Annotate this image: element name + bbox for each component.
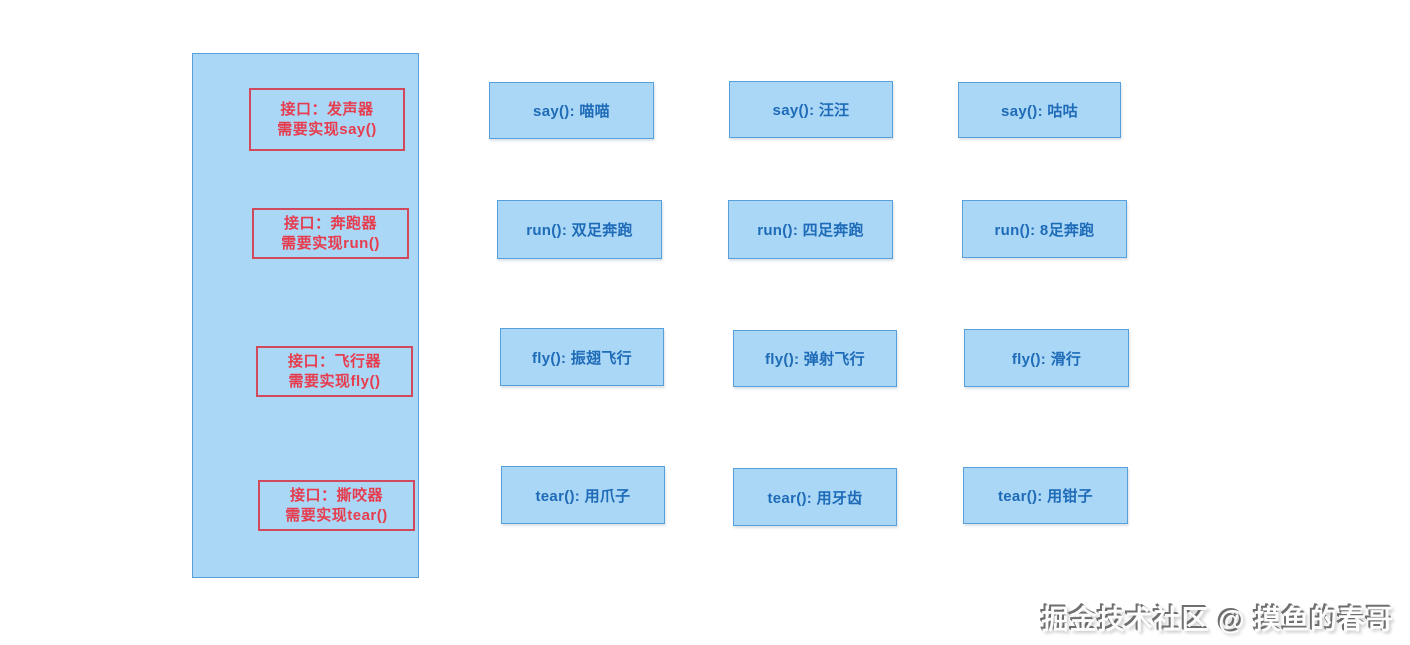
impl-box-say-dog: say(): 汪汪 (729, 81, 893, 138)
interface-requirement: 需要实现fly() (288, 372, 381, 390)
impl-label: run(): 四足奔跑 (757, 222, 864, 239)
impl-box-say-pigeon: say(): 咕咕 (958, 82, 1121, 138)
impl-label: tear(): 用爪子 (535, 487, 631, 505)
impl-label: say(): 汪汪 (772, 102, 850, 119)
impl-box-run-eightlegs: run(): 8足奔跑 (962, 200, 1127, 258)
impl-box-say-cat: say(): 喵喵 (489, 82, 654, 139)
impl-label: fly(): 弹射飞行 (765, 351, 865, 368)
impl-label: run(): 双足奔跑 (526, 222, 633, 239)
impl-label: run(): 8足奔跑 (994, 221, 1095, 239)
impl-box-run-quadruped: run(): 四足奔跑 (728, 200, 893, 259)
impl-label: say(): 咕咕 (1001, 102, 1078, 120)
impl-label: tear(): 用牙齿 (767, 489, 863, 507)
interface-title: 接口：发声器 (280, 100, 374, 118)
impl-label: tear(): 用钳子 (998, 488, 1093, 505)
interface-title: 接口：奔跑器 (283, 214, 377, 232)
interface-box-tearer: 接口：撕咬器 需要实现tear() (258, 480, 415, 531)
impl-box-tear-pincers: tear(): 用钳子 (963, 467, 1128, 524)
interface-requirement: 需要实现say() (277, 120, 377, 138)
impl-label: fly(): 滑行 (1011, 350, 1082, 368)
impl-label: say(): 喵喵 (533, 103, 610, 120)
interfaces-panel: 接口：发声器 需要实现say() 接口：奔跑器 需要实现run() 接口：飞行器… (192, 53, 419, 578)
interface-box-flyer: 接口：飞行器 需要实现fly() (256, 346, 413, 397)
impl-box-tear-teeth: tear(): 用牙齿 (733, 468, 897, 526)
impl-label: fly(): 振翅飞行 (532, 349, 632, 367)
interface-requirement: 需要实现tear() (285, 506, 388, 524)
interface-box-runner: 接口：奔跑器 需要实现run() (252, 208, 409, 259)
impl-box-tear-claws: tear(): 用爪子 (501, 466, 665, 524)
interface-box-sounder: 接口：发声器 需要实现say() (249, 88, 405, 151)
watermark: 掘金技术社区 @ 摸鱼的春哥 (1041, 605, 1394, 635)
impl-box-fly-glide: fly(): 滑行 (964, 329, 1129, 387)
interface-title: 接口：飞行器 (287, 352, 381, 370)
impl-box-fly-flap: fly(): 振翅飞行 (500, 328, 664, 386)
impl-box-fly-catapult: fly(): 弹射飞行 (733, 330, 897, 387)
interface-requirement: 需要实现run() (281, 234, 380, 252)
impl-box-run-biped: run(): 双足奔跑 (497, 200, 662, 259)
interface-title: 接口：撕咬器 (289, 486, 383, 504)
